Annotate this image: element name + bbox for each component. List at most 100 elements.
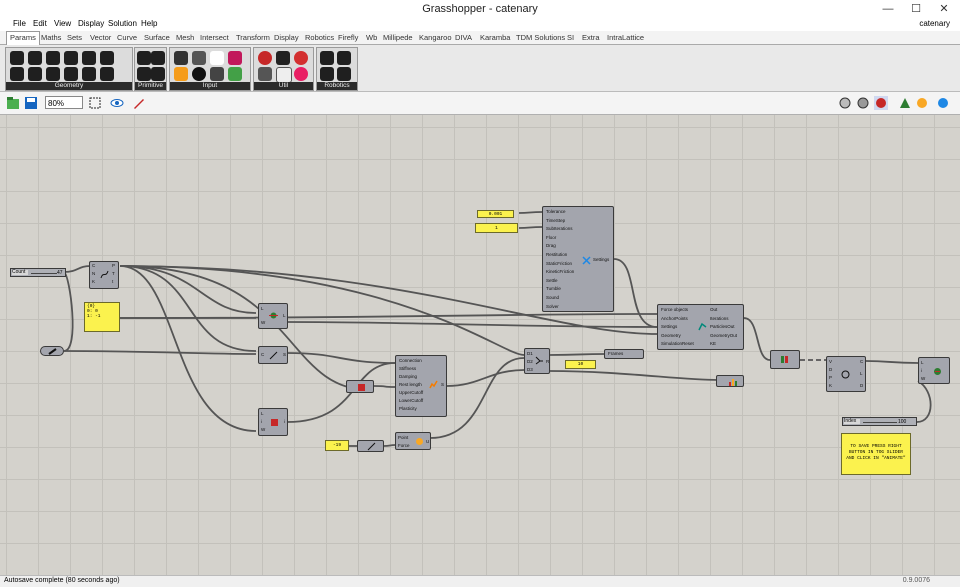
output-s[interactable]: S: [441, 382, 445, 387]
output-l[interactable]: L: [860, 371, 863, 376]
solver-output[interactable]: ParticlesOut: [710, 324, 735, 330]
input-k[interactable]: K: [829, 383, 833, 388]
tab-karamba[interactable]: Karamba: [480, 33, 511, 42]
quick-graph-component[interactable]: [716, 375, 744, 387]
sketch-pen-icon[interactable]: [132, 96, 146, 110]
line-param-icon[interactable]: [28, 67, 42, 81]
box-param-icon[interactable]: [46, 51, 60, 65]
input-lower-cutoff[interactable]: LowerCutoff: [399, 398, 424, 403]
output-r[interactable]: R: [546, 359, 550, 364]
input-v[interactable]: V: [829, 359, 833, 364]
open-file-icon[interactable]: [6, 96, 20, 110]
menu-view[interactable]: View: [54, 19, 72, 28]
length-component[interactable]: [346, 380, 374, 393]
mesh-param-icon[interactable]: [100, 51, 114, 65]
tab-firefly[interactable]: Firefly: [338, 33, 359, 42]
text-param-icon[interactable]: [151, 67, 165, 81]
menu-solution[interactable]: Solution: [108, 19, 137, 28]
slider-icon[interactable]: [210, 67, 224, 81]
solver-input[interactable]: SimulationReset: [661, 341, 694, 347]
input-force[interactable]: Force: [398, 443, 410, 448]
input-w[interactable]: W: [921, 376, 926, 381]
geometry-param-icon[interactable]: [100, 67, 114, 81]
input-w[interactable]: W: [261, 427, 266, 432]
line-component[interactable]: L W L: [258, 303, 288, 329]
gradient-icon[interactable]: [174, 67, 188, 81]
document-preview-icon[interactable]: [915, 96, 929, 110]
circle-param-icon[interactable]: [28, 51, 42, 65]
input-d[interactable]: D: [829, 367, 833, 372]
force-panel[interactable]: 10: [565, 360, 596, 369]
solver-input[interactable]: Settings: [661, 324, 678, 330]
input-p[interactable]: P: [829, 375, 833, 380]
load-component[interactable]: Point Force U: [395, 432, 431, 450]
tab-diva[interactable]: DIVA: [455, 33, 472, 42]
settings-input[interactable]: Tumble: [546, 286, 561, 292]
close-button[interactable]: ✕: [939, 3, 949, 15]
import-icon[interactable]: [174, 51, 188, 65]
solver-output[interactable]: Iterations: [710, 315, 729, 321]
index-slider[interactable]: Index 100: [842, 417, 917, 426]
input-w[interactable]: W: [261, 320, 266, 325]
preview-mesh-icon[interactable]: [898, 96, 912, 110]
target-icon[interactable]: [337, 51, 351, 65]
unit-z-component[interactable]: [357, 440, 384, 452]
gate-component[interactable]: [770, 350, 800, 369]
interpolate-component[interactable]: V D P K C L D: [826, 356, 866, 392]
curve-param[interactable]: [40, 346, 64, 356]
tab-robotics[interactable]: Robotics: [305, 33, 335, 42]
preview-shaded-icon[interactable]: [856, 96, 870, 110]
panel-icon[interactable]: [210, 51, 224, 65]
timestep-panel[interactable]: 1: [475, 223, 518, 233]
settings-input[interactable]: Tolerance: [546, 209, 566, 214]
solver-input[interactable]: Force objects: [661, 307, 689, 312]
number-param-icon[interactable]: [137, 67, 151, 81]
integer-param-icon[interactable]: [151, 51, 165, 65]
input-connection[interactable]: Connection: [399, 358, 422, 363]
robot-icon[interactable]: [320, 51, 334, 65]
list-item-component[interactable]: L i W i: [258, 408, 288, 436]
tab-extra[interactable]: Extra: [582, 33, 600, 42]
output-s[interactable]: S: [283, 352, 287, 357]
plane-param-icon[interactable]: [46, 67, 60, 81]
output-c[interactable]: C: [860, 359, 864, 364]
points-panel[interactable]: {0} 0: 0 1: -1: [84, 302, 120, 332]
grasshopper-canvas[interactable]: Count 47 C N K P T t {0} 0: 0 1: -1 L W …: [0, 115, 960, 575]
solver-output[interactable]: KE: [710, 341, 717, 347]
floor-panel[interactable]: -19: [325, 440, 349, 451]
output-u[interactable]: U: [426, 439, 430, 444]
arrow-right-icon[interactable]: [276, 51, 290, 65]
solver-input[interactable]: AnchorPoints: [661, 315, 688, 321]
menu-file[interactable]: File: [13, 19, 26, 28]
input-d1[interactable]: D1: [527, 351, 533, 356]
tab-kangaroo[interactable]: Kangaroo: [419, 33, 452, 42]
cherry-icon[interactable]: [258, 51, 272, 65]
output-l[interactable]: L: [283, 313, 286, 318]
input-point[interactable]: Point: [398, 435, 409, 440]
tab-tdm-solutions[interactable]: TDM Solutions: [516, 33, 566, 42]
input-upper-cutoff[interactable]: UpperCutoff: [399, 390, 424, 395]
curve-param-icon[interactable]: [82, 51, 96, 65]
tab-wb[interactable]: Wb: [366, 33, 378, 42]
springs-component[interactable]: Connection Stiffness Damping Rest length…: [395, 355, 447, 417]
tab-params[interactable]: Params: [6, 31, 40, 45]
tab-transform[interactable]: Transform: [236, 33, 270, 42]
display-options-icon[interactable]: [936, 96, 950, 110]
input-i[interactable]: i: [921, 368, 922, 373]
solver-output[interactable]: Out: [710, 307, 718, 312]
settings-input[interactable]: Drag: [546, 243, 556, 249]
preview-eye-icon[interactable]: [110, 96, 124, 110]
merge-component[interactable]: D1 D2 D3 R: [524, 348, 550, 374]
settings-input[interactable]: KineticFriction: [546, 269, 575, 275]
solver-output[interactable]: GeometryOut: [710, 332, 738, 338]
zoom-extents-icon[interactable]: [88, 96, 102, 110]
tool-icon[interactable]: [320, 67, 334, 81]
settings-input[interactable]: StaticFriction: [546, 260, 573, 266]
point-param-icon[interactable]: [10, 51, 24, 65]
tab-display[interactable]: Display: [274, 33, 299, 42]
input-l[interactable]: L: [261, 411, 264, 416]
note-panel[interactable]: TO SAVE PRESS RIGHT BUTTON IN TOG SLIDER…: [841, 433, 911, 475]
tab-intersect[interactable]: Intersect: [200, 33, 229, 42]
